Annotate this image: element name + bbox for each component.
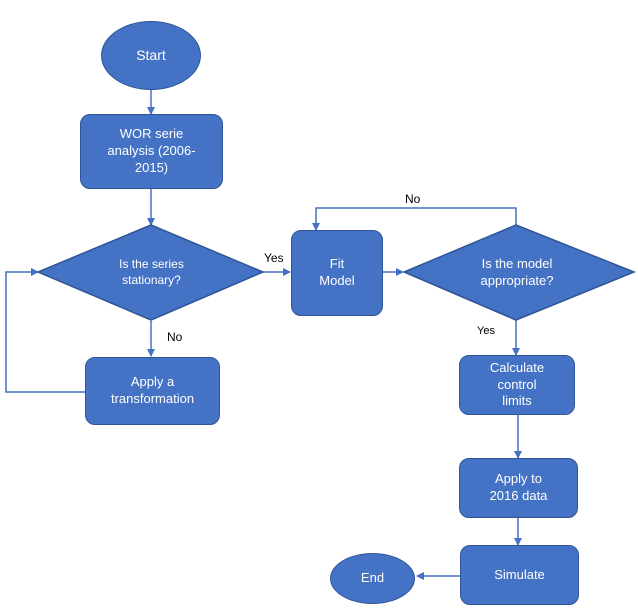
end-label: End [360,570,385,586]
arrow-transform-loop [5,268,85,393]
wor-analysis-node: WOR serie analysis (2006- 2015) [80,114,223,189]
transformation-node: Apply a transformation [85,357,220,425]
end-node: End [330,553,415,604]
start-node: Start [101,21,201,90]
apply-2016-node: Apply to 2016 data [459,458,578,518]
transformation-label: Apply a transformation [110,374,195,406]
decision-appropriate-label: Is the model appropriate? [480,256,554,288]
decision-stationary: Is the series stationary? [85,245,218,300]
decision-appropriate: Is the model appropriate? [451,248,583,298]
no-label-stationary: No [167,330,183,344]
decision-stationary-shape [36,224,265,321]
decision-stationary-label: Is the series stationary? [119,256,184,287]
arrow-appropriate-loop [312,207,517,231]
apply-2016-label: Apply to 2016 data [489,471,548,503]
wor-analysis-label: WOR serie analysis (2006- 2015) [107,126,196,175]
decision-appropriate-shape [402,224,637,321]
control-limits-label: Calculate control limits [489,359,545,409]
fit-model-label: Fit Model [319,256,355,288]
fit-model-node: Fit Model [291,230,383,316]
no-label-model: No [405,192,421,206]
yes-label-stationary: Yes [264,251,284,265]
control-limits-node: Calculate control limits [459,355,575,415]
yes-label-model: Yes [477,325,495,337]
start-label: Start [136,47,166,64]
simulate-label: Simulate [494,566,545,582]
simulate-node: Simulate [460,545,579,605]
